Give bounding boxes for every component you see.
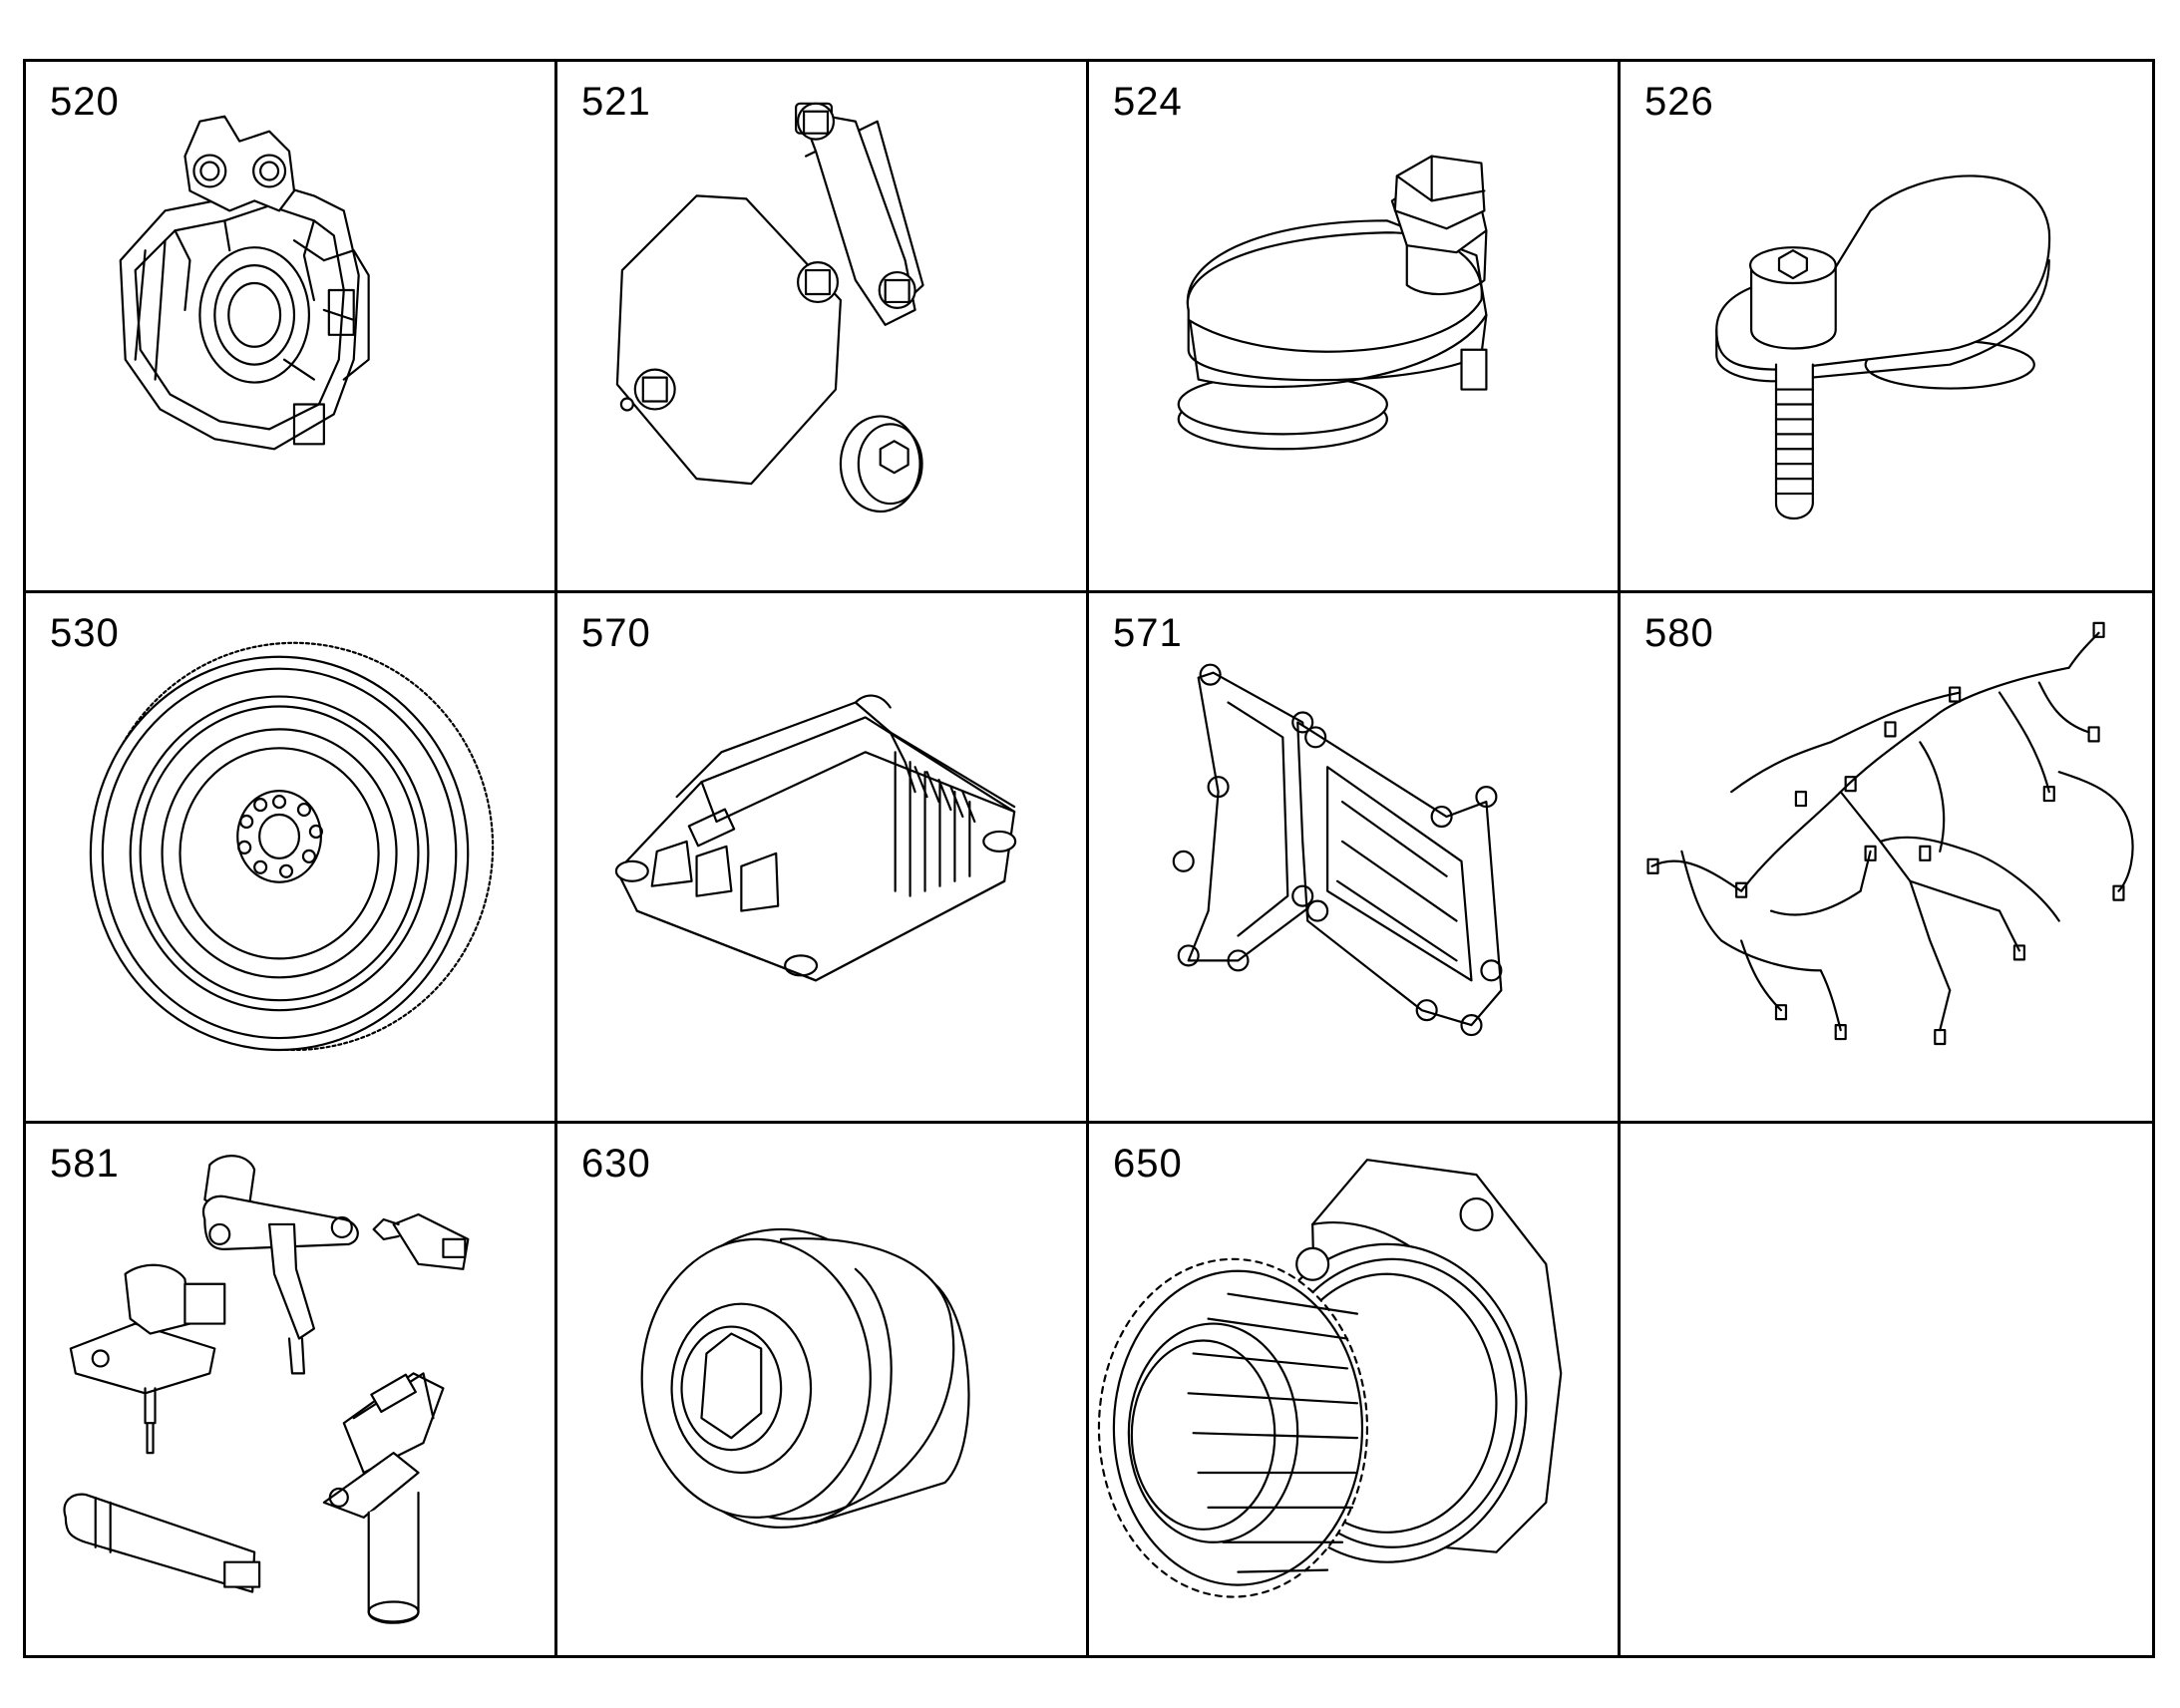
part-number: 530 xyxy=(50,610,120,655)
part-number: 520 xyxy=(50,80,120,124)
flywheel-housing-illustration xyxy=(119,115,370,451)
ecu-mounting-bracket-illustration xyxy=(1172,663,1503,1036)
part-cell-570: 570 xyxy=(557,592,1089,1125)
part-number: 526 xyxy=(1644,80,1714,124)
part-cell-580: 580 xyxy=(1621,593,2152,1125)
flywheel-ring-gear-illustration xyxy=(89,641,495,1051)
part-number: 524 xyxy=(1113,80,1183,124)
wiring-harness-illustration xyxy=(1646,621,2134,1045)
sensor-bracket-socket-screw-illustration xyxy=(1715,174,2051,519)
part-cell-521: 521 xyxy=(557,62,1089,593)
hex-socket-plug-illustration xyxy=(640,1228,970,1530)
part-number: 570 xyxy=(581,610,651,655)
part-cell-630: 630 xyxy=(557,1124,1089,1655)
part-cell-524: 524 xyxy=(1089,62,1621,593)
cover-plate-bolts-illustration xyxy=(615,102,924,513)
part-cell-530: 530 xyxy=(26,592,557,1125)
part-number: 650 xyxy=(1113,1142,1183,1187)
parts-grid: 520 521 xyxy=(23,59,2155,1658)
part-cell-520: 520 xyxy=(26,62,557,593)
part-cell-581: 581 xyxy=(26,1124,557,1655)
sensor-bracket-hex-bolt-illustration xyxy=(1177,155,1488,451)
part-number: 521 xyxy=(581,80,651,124)
part-cell-571: 571 xyxy=(1089,592,1621,1125)
part-number: 630 xyxy=(581,1142,651,1187)
part-cell-650: 650 xyxy=(1089,1124,1621,1655)
ecu-module-illustration xyxy=(614,694,1017,982)
part-cell-526: 526 xyxy=(1621,62,2152,593)
part-number: 581 xyxy=(50,1142,120,1187)
part-number: 580 xyxy=(1644,610,1714,655)
gear-drive-unit-illustration xyxy=(1097,1159,1563,1598)
sensors-set-illustration xyxy=(63,1155,470,1624)
part-number: 571 xyxy=(1113,610,1183,655)
empty-cell xyxy=(1621,1124,2152,1655)
